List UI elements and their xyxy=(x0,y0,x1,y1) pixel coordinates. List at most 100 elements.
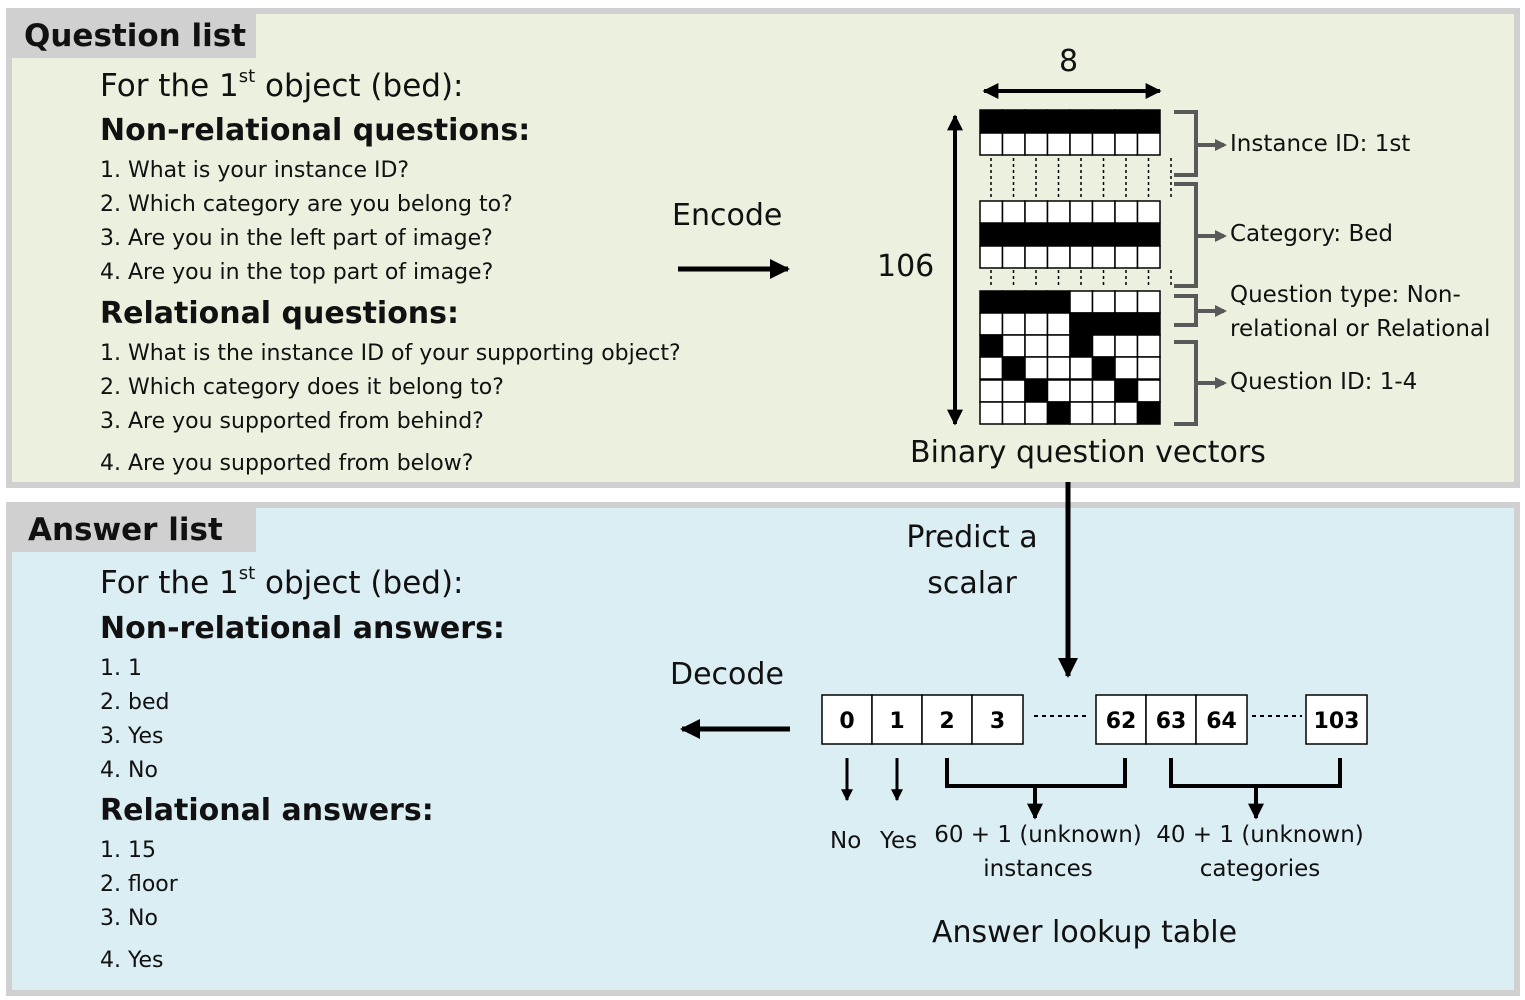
vector-cell xyxy=(1091,200,1116,224)
vector-cell xyxy=(1091,312,1116,336)
vector-cell xyxy=(1024,109,1049,133)
vector-cell xyxy=(1001,109,1026,133)
vector-cell xyxy=(1024,356,1049,380)
vector-cell xyxy=(1001,379,1026,403)
nonrelational-question: 1. What is your instance ID? xyxy=(100,158,410,183)
instances-bracket xyxy=(945,758,1127,788)
vector-cell xyxy=(1024,401,1049,425)
vector-cell xyxy=(1001,334,1026,358)
vector-cell xyxy=(979,109,1004,133)
nonrelational-answer: 4. No xyxy=(100,758,158,783)
vector-cell xyxy=(1091,379,1116,403)
vector-cell xyxy=(1091,334,1116,358)
lookup-cell xyxy=(921,694,973,745)
decode-label: Decode xyxy=(670,657,784,692)
vector-cell xyxy=(979,356,1004,380)
vector-cell xyxy=(979,245,1004,269)
nonrelational-question: 4. Are you in the top part of image? xyxy=(100,260,494,285)
instances-label-line2: instances xyxy=(983,856,1093,882)
lookup-cell xyxy=(871,694,923,745)
predict-label-line1: Predict a xyxy=(906,520,1038,555)
vector-cell xyxy=(979,132,1004,156)
vector-cell xyxy=(1136,223,1161,247)
encode-label: Encode xyxy=(672,198,783,233)
vector-cell xyxy=(1024,379,1049,403)
predict-label-line2: scalar xyxy=(927,566,1017,601)
vector-cell xyxy=(979,379,1004,403)
lookup-cell xyxy=(821,694,873,745)
nonrelational-answer: 2. bed xyxy=(100,690,170,715)
vector-cell xyxy=(1136,334,1161,358)
categories-bracket xyxy=(1169,758,1342,788)
vector-cell xyxy=(1114,312,1139,336)
nonrelational-answers-heading: Non-relational answers: xyxy=(100,611,505,646)
relational-answer: 4. Yes xyxy=(100,948,164,973)
vector-cell xyxy=(1001,245,1026,269)
vector-cell xyxy=(1136,132,1161,156)
vector-cell xyxy=(1024,334,1049,358)
instances-label-line1: 60 + 1 (unknown) xyxy=(934,822,1142,848)
question-id-label: Question ID: 1-4 xyxy=(1230,369,1418,395)
vector-cell xyxy=(1046,290,1071,314)
lookup-cell-label: 2 xyxy=(939,709,954,734)
vector-cell xyxy=(1069,379,1094,403)
vector-cell xyxy=(1114,132,1139,156)
lookup-table-caption: Answer lookup table xyxy=(932,915,1238,950)
vector-cell xyxy=(979,334,1004,358)
question-object-heading: For the 1st object (bed): xyxy=(100,66,464,104)
relational-answer: 1. 15 xyxy=(100,838,156,863)
vector-cell xyxy=(1069,132,1094,156)
vector-cell xyxy=(1069,312,1094,336)
lookup-cell-label: 1 xyxy=(889,709,904,734)
vector-cell xyxy=(1069,223,1094,247)
vector-cell xyxy=(1046,312,1071,336)
vector-cell xyxy=(1114,379,1139,403)
answer-list-panel: Answer list xyxy=(6,502,1520,996)
brace-arrowheads xyxy=(1215,139,1227,389)
vector-cell xyxy=(1136,312,1161,336)
vector-cell xyxy=(1136,109,1161,133)
question-list-title: Question list xyxy=(12,14,256,58)
vector-cell xyxy=(1046,132,1071,156)
vector-cell xyxy=(1091,290,1116,314)
vector-cell xyxy=(1024,290,1049,314)
vector-cell xyxy=(979,223,1004,247)
relational-question: 1. What is the instance ID of your suppo… xyxy=(100,341,681,366)
vector-cell xyxy=(1114,223,1139,247)
category-label: Category: Bed xyxy=(1230,221,1393,247)
vector-cell xyxy=(1114,356,1139,380)
question-type-label-line1: Question type: Non- xyxy=(1230,282,1461,308)
vector-cell xyxy=(1024,312,1049,336)
vector-cell xyxy=(1091,109,1116,133)
relational-answer: 2. floor xyxy=(100,872,178,897)
vector-cell xyxy=(1046,109,1071,133)
vector-cell xyxy=(1091,401,1116,425)
lookup-cell-label: 0 xyxy=(839,709,854,734)
question-list-panel: Question list xyxy=(6,8,1520,488)
vector-cell xyxy=(1069,290,1094,314)
vector-cell xyxy=(1136,245,1161,269)
vector-cell xyxy=(1114,245,1139,269)
vector-cell xyxy=(1114,290,1139,314)
nonrelational-question: 2. Which category are you belong to? xyxy=(100,192,513,217)
vector-cell xyxy=(1024,132,1049,156)
vector-cell xyxy=(1001,356,1026,380)
lookup-cell xyxy=(1095,694,1147,745)
vector-cell xyxy=(1001,312,1026,336)
question-type-label-line2: relational or Relational xyxy=(1230,316,1491,342)
vector-width-label: 8 xyxy=(1059,44,1079,79)
vector-cell xyxy=(1069,401,1094,425)
vector-cell xyxy=(1069,334,1094,358)
yes-label: Yes xyxy=(880,828,918,854)
lookup-cell-label: 64 xyxy=(1206,709,1237,734)
brace-arrowhead xyxy=(1215,230,1227,242)
instance-id-label: Instance ID: 1st xyxy=(1230,131,1411,157)
vector-cell xyxy=(979,312,1004,336)
vector-cell xyxy=(1136,290,1161,314)
vector-caption: Binary question vectors xyxy=(910,435,1266,470)
lookup-cell-label: 3 xyxy=(990,709,1005,734)
vector-cell xyxy=(1069,200,1094,224)
answer-object-heading: For the 1st object (bed): xyxy=(100,563,464,601)
